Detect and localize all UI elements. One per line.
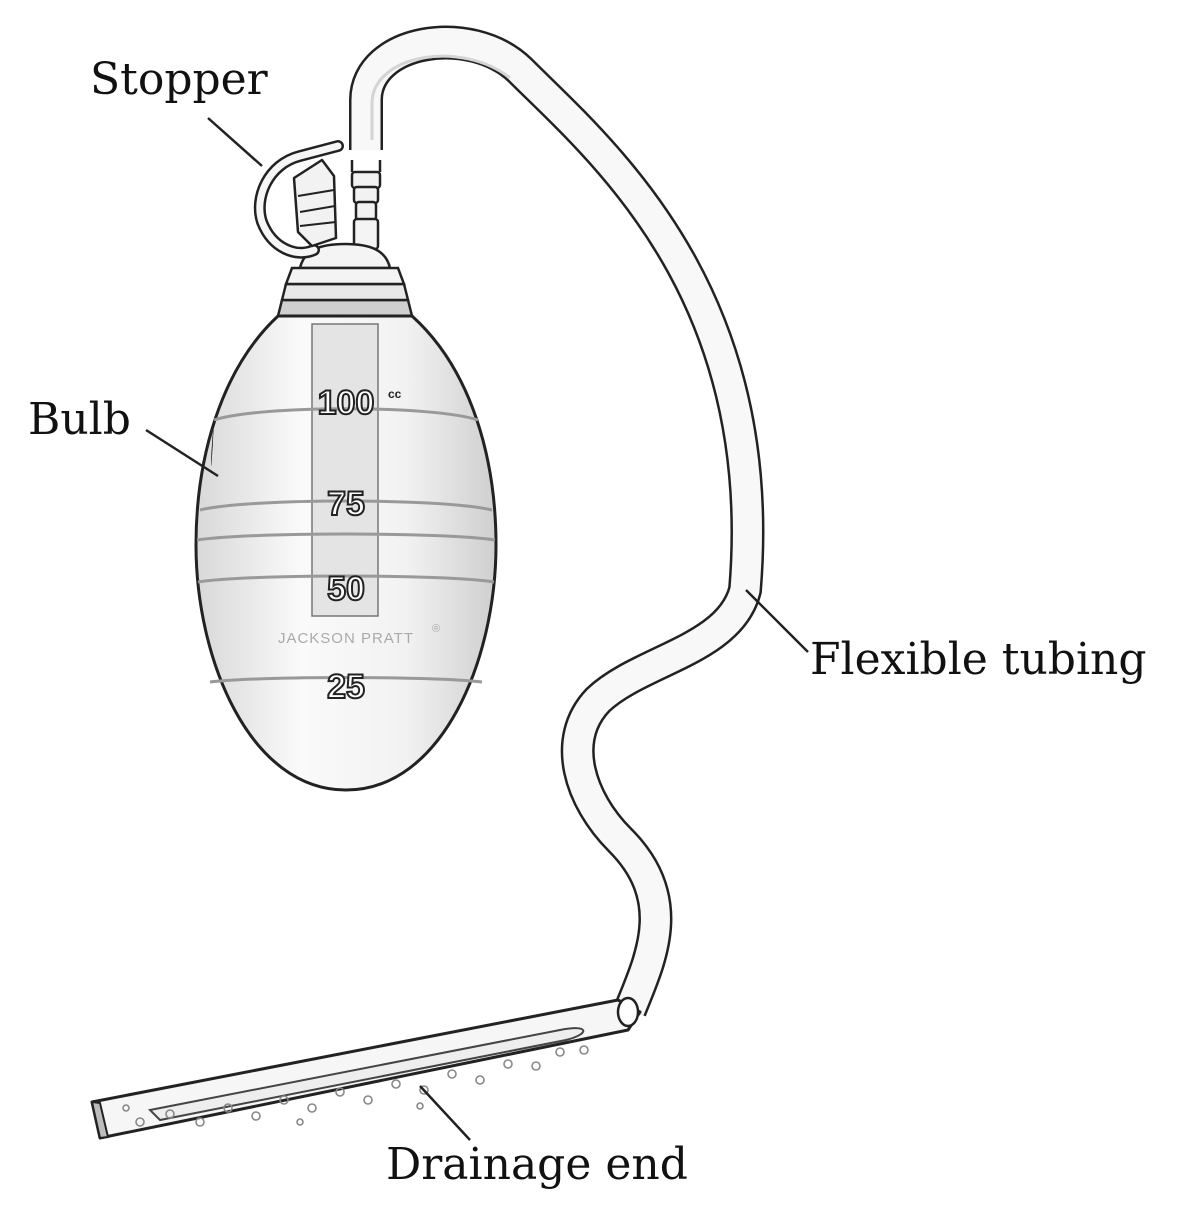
label-flexible-tubing: Flexible tubing: [810, 634, 1147, 685]
bulb-leader-line: [145, 428, 219, 478]
leader-lines: [145, 117, 809, 1141]
flexible-tubing: [349, 25, 765, 1017]
brand-registered-mark: ®: [432, 623, 440, 635]
scale-mark-100: 100: [318, 384, 375, 422]
tubing-leader-line: [745, 589, 809, 653]
bulb-scale: 100 cc 75 50 JACKSON PRATT ® 25: [278, 383, 440, 707]
label-bulb: Bulb: [28, 394, 131, 445]
drainage-end: [90, 996, 642, 1140]
tube-connector: [350, 160, 382, 251]
stopper: [253, 140, 344, 259]
label-stopper: Stopper: [90, 54, 268, 105]
drainage-holes: [122, 1045, 589, 1127]
stopper-leader-line: [207, 117, 263, 167]
scale-mark-25: 25: [327, 668, 365, 706]
scale-unit-mark: cc: [388, 387, 402, 401]
scale-mark-50: 50: [327, 570, 365, 608]
brand-text: JACKSON PRATT: [278, 630, 414, 647]
bulb: [194, 242, 498, 792]
scale-window: [311, 323, 379, 617]
drainage-leader-line: [419, 1085, 471, 1141]
label-drainage-end: Drainage end: [386, 1139, 688, 1190]
scale-mark-75: 75: [327, 485, 365, 523]
